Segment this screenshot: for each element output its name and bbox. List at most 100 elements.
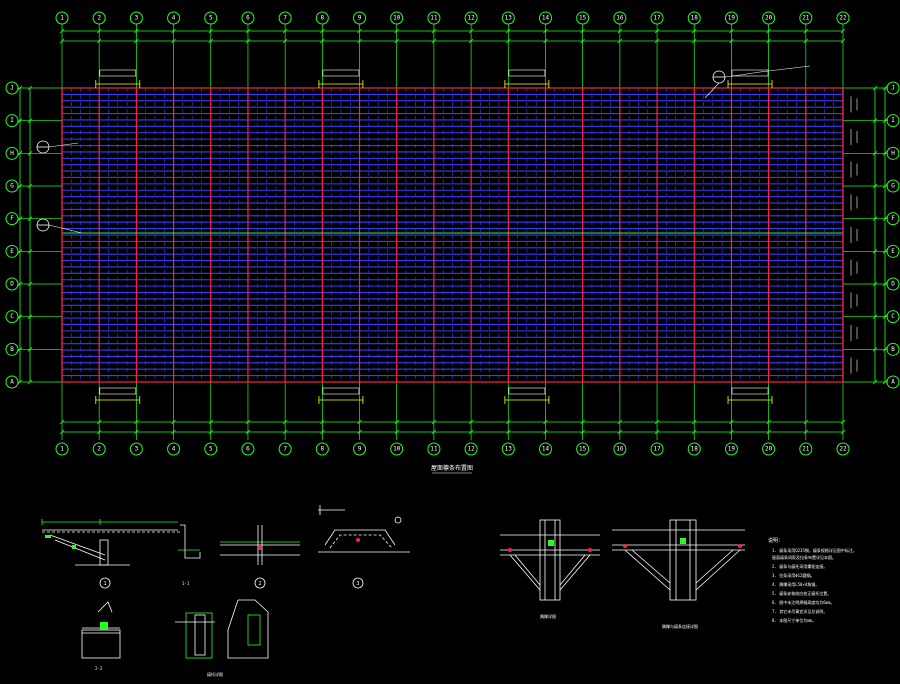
grid-bubble-bottom: 5 <box>204 442 218 456</box>
grid-bubble-top: 6 <box>241 11 255 25</box>
grid-bubble-bottom: 3 <box>129 442 143 456</box>
grid-bubble-bottom: 9 <box>353 442 367 456</box>
grid-bubble-bottom: 18 <box>687 442 701 456</box>
grid-bubble-left: E <box>5 244 19 258</box>
grid-bubble-top: 17 <box>650 11 664 25</box>
grid-bubble-bottom: 17 <box>650 442 664 456</box>
bracing-tag <box>95 69 141 88</box>
grid-bubble-top: 18 <box>687 11 701 25</box>
svg-text:8: 8 <box>321 446 325 453</box>
svg-text:H: H <box>891 150 895 157</box>
svg-text:5: 5 <box>209 15 213 22</box>
svg-text:A: A <box>891 379 895 386</box>
grid-bubble-right: D <box>886 277 900 291</box>
svg-text:I: I <box>891 117 895 124</box>
detail-2: 2 <box>220 525 300 589</box>
dimension-lines <box>17 28 888 435</box>
svg-text:F: F <box>891 215 895 222</box>
svg-text:17: 17 <box>653 15 661 22</box>
bracing-tag <box>318 69 364 88</box>
svg-text:7: 7 <box>283 446 287 453</box>
svg-text:16: 16 <box>616 15 624 22</box>
purlin-lines <box>62 87 843 383</box>
detail-label-1: 1 <box>103 581 106 587</box>
column-grid-lines <box>18 24 888 440</box>
grid-bubble-left: D <box>5 277 19 291</box>
grid-bubble-bottom: 11 <box>427 442 441 456</box>
note-line-8: 7. 其它未尽事宜详见总说明。 <box>772 608 827 614</box>
note-line-5: 4. 隅撑采用L50×4角钢。 <box>772 581 819 587</box>
svg-text:1: 1 <box>60 15 64 22</box>
bracing-tags <box>95 69 858 404</box>
grid-bubble-top: 7 <box>278 11 292 25</box>
svg-text:B: B <box>10 346 14 353</box>
bracing-tag <box>95 387 141 404</box>
grid-bubble-bottom: 10 <box>390 442 404 456</box>
bracing-tag <box>504 69 550 88</box>
note-line-3: 2. 檩条与檩托采用螺栓连接。 <box>772 563 827 569</box>
svg-text:9: 9 <box>358 15 362 22</box>
grid-bubble-left: F <box>5 212 19 226</box>
svg-text:13: 13 <box>505 446 513 453</box>
svg-text:F: F <box>10 215 14 222</box>
detail-caption-mid: 隅撑详图 <box>540 613 556 619</box>
svg-text:21: 21 <box>802 15 810 22</box>
svg-text:5: 5 <box>209 446 213 453</box>
svg-text:15: 15 <box>579 446 587 453</box>
grid-bubble-right: J <box>886 81 900 95</box>
svg-text:14: 14 <box>542 15 550 22</box>
grid-bubble-bottom: 13 <box>501 442 515 456</box>
notes-title: 说明： <box>768 537 783 544</box>
svg-text:13: 13 <box>505 15 513 22</box>
svg-text:C: C <box>10 313 14 320</box>
svg-text:19: 19 <box>728 15 736 22</box>
svg-text:B: B <box>891 346 895 353</box>
grid-bubble-top: 1 <box>55 11 69 25</box>
grid-bubble-right: E <box>886 244 900 258</box>
svg-text:J: J <box>10 85 14 92</box>
svg-text:2: 2 <box>97 15 101 22</box>
detail-section-2-2: 2-2 <box>81 601 121 671</box>
grid-bubble-right: H <box>886 146 900 160</box>
note-line-9: 8. 本图尺寸单位为mm。 <box>772 617 816 623</box>
svg-text:16: 16 <box>616 446 624 453</box>
grid-bubble-top: 14 <box>538 11 552 25</box>
grid-bubble-top: 22 <box>836 11 850 25</box>
grid-bubble-left: J <box>5 81 19 95</box>
grid-bubble-bottom: 1 <box>55 442 69 456</box>
grid-bubble-right: A <box>886 375 900 389</box>
svg-text:6: 6 <box>246 446 250 453</box>
svg-text:20: 20 <box>765 446 773 453</box>
svg-text:2: 2 <box>97 446 101 453</box>
note-line-4: 3. 拉条采用Φ12圆钢。 <box>772 572 814 578</box>
detail-label-2: 2 <box>258 581 261 587</box>
grid-bubble-left: B <box>5 342 19 356</box>
grid-bubble-top: 19 <box>724 11 738 25</box>
detail-caption-right: 隅撑与檩条连接详图 <box>662 623 698 629</box>
grid-bubble-left: I <box>5 114 19 128</box>
note-line-6: 5. 檩条安装前应校正檩托位置。 <box>772 590 831 596</box>
detail-section-1-1: 1-1 <box>178 524 201 586</box>
grid-bubble-right: I <box>886 114 900 128</box>
grid-bubble-bottom: 16 <box>613 442 627 456</box>
grid-bubble-left: G <box>5 179 19 193</box>
svg-text:1: 1 <box>60 446 64 453</box>
svg-text:18: 18 <box>691 15 699 22</box>
svg-text:A: A <box>10 379 14 386</box>
svg-text:D: D <box>891 281 895 288</box>
svg-text:9: 9 <box>358 446 362 453</box>
grid-bubble-bottom: 14 <box>538 442 552 456</box>
notes-block: 说明： 1. 檩条采用Q235钢，檩条规格详见图中标注。 屋面檩条间距及拉条布置… <box>768 537 857 623</box>
svg-text:C: C <box>891 313 895 320</box>
grid-bubble-top: 5 <box>204 11 218 25</box>
bracing-tag <box>318 387 364 404</box>
grid-bubble-top: 10 <box>390 11 404 25</box>
section-marker-3 <box>704 65 811 99</box>
detail-3: 3 <box>318 505 410 589</box>
grid-bubble-bottom: 4 <box>167 442 181 456</box>
grid-bubble-top: 2 <box>92 11 106 25</box>
detail-knee-brace-2: 隅撑与檩条连接详图 <box>612 519 745 629</box>
svg-text:10: 10 <box>393 446 401 453</box>
grid-bubble-right: G <box>886 179 900 193</box>
